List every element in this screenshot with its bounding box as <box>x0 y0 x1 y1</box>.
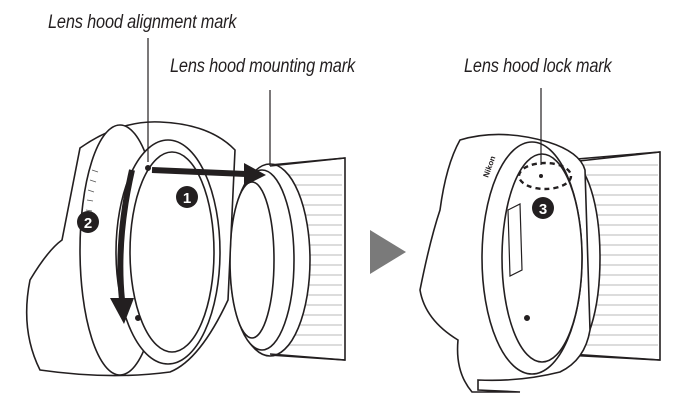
step-badge-1: 1 <box>176 186 198 208</box>
svg-text:2: 2 <box>84 215 92 232</box>
lock-mark-highlight <box>517 161 573 191</box>
lens-hood-left <box>25 121 236 377</box>
svg-text:3: 3 <box>539 201 547 218</box>
rotate-arrow <box>110 169 135 324</box>
lens-hood-right: Nikon <box>419 133 591 393</box>
svg-text:1: 1 <box>183 190 191 207</box>
mount-arrow <box>151 163 266 186</box>
lock-mark-dot <box>539 174 543 178</box>
step-badge-2: 2 <box>77 211 99 233</box>
step-badge-3: 3 <box>532 197 554 219</box>
lens-hood-mounting-mark-label: Lens hood mounting mark <box>170 56 355 77</box>
lens-hood-lock-mark-label: Lens hood lock mark <box>464 56 612 77</box>
triangle-right-icon <box>370 230 406 274</box>
right-illustration: Nikon <box>419 88 661 393</box>
lens-barrel-left <box>229 157 346 361</box>
alignment-mark-dot <box>145 165 152 172</box>
lens-hood-alignment-mark-label: Lens hood alignment mark <box>48 12 237 33</box>
left-illustration <box>25 38 346 377</box>
